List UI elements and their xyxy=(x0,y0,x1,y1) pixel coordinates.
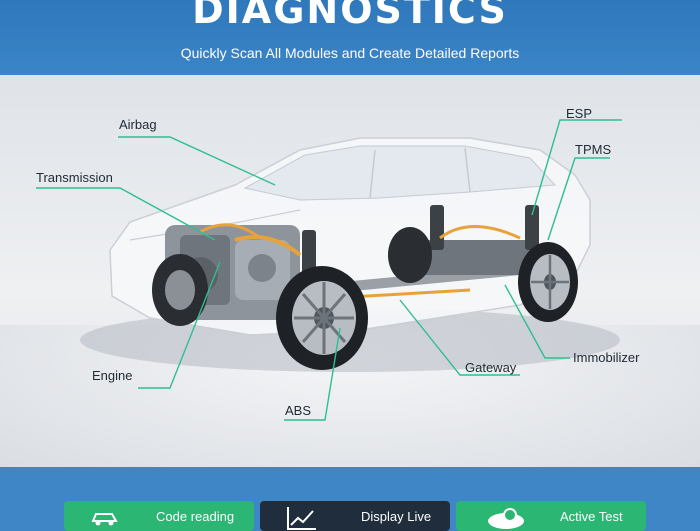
car-windows xyxy=(243,145,557,201)
front-left-wheel xyxy=(152,254,208,326)
rear-subframe xyxy=(410,205,539,275)
header-banner: DIAGNOSTICS Quickly Scan All Modules and… xyxy=(0,0,700,75)
window-pillars xyxy=(369,147,471,199)
active-test-button[interactable]: Active Test xyxy=(456,501,646,531)
active-test-icon xyxy=(488,508,524,529)
display-live-button[interactable]: Display Live xyxy=(260,501,450,531)
vehicle-illustration-panel: Airbag Transmission Engine ABS Gateway I… xyxy=(0,75,700,467)
car-scan-icon xyxy=(91,513,118,526)
rear-wheel xyxy=(518,242,578,322)
code-reading-label: Code reading xyxy=(156,509,235,524)
active-test-label: Active Test xyxy=(560,509,623,524)
display-live-label: Display Live xyxy=(361,509,432,524)
page-subtitle: Quickly Scan All Modules and Create Deta… xyxy=(180,45,520,61)
engine-block xyxy=(165,223,302,320)
live-graph-icon xyxy=(287,507,316,530)
callout-airbag: Airbag xyxy=(119,117,157,132)
callout-lines xyxy=(36,119,622,421)
callout-transmission: Transmission xyxy=(36,170,113,185)
front-wheel xyxy=(276,266,368,370)
feature-buttons-bar: Code reading Display Live Active Test xyxy=(0,467,700,531)
rear-left-wheel xyxy=(388,227,432,283)
page-title: DIAGNOSTICS xyxy=(192,0,508,32)
callout-gateway: Gateway xyxy=(465,360,517,375)
code-reading-button[interactable]: Code reading xyxy=(64,501,254,531)
callout-immobilizer: Immobilizer xyxy=(573,350,640,365)
callout-tpms: TPMS xyxy=(575,142,612,157)
callout-esp: ESP xyxy=(566,106,593,121)
callout-abs: ABS xyxy=(285,403,312,418)
callout-engine: Engine xyxy=(92,368,133,383)
car-cutaway-illustration xyxy=(36,119,622,421)
